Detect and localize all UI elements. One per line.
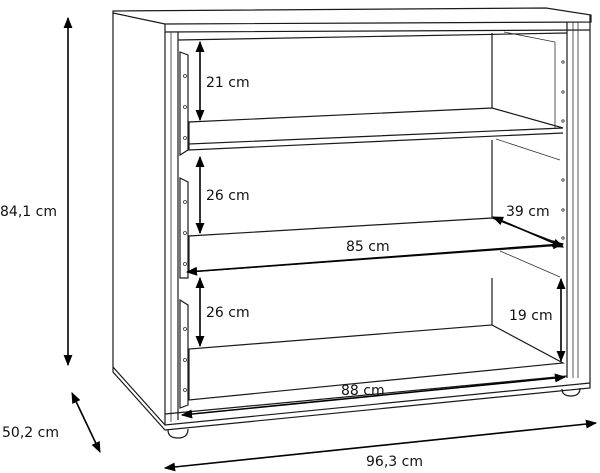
bottom-drawer-height-label: 26 cm: [206, 305, 250, 321]
bottom-inner-height-label: 19 cm: [509, 308, 553, 324]
height-label: 84,1 cm: [0, 204, 57, 220]
inner-width-line: [185, 240, 565, 276]
drawer-top: [179, 31, 564, 157]
width-dimension-line: [163, 419, 598, 472]
inner-width-label: 85 cm: [346, 239, 390, 255]
front-width-line: [180, 373, 567, 419]
front-width-label: 88 cm: [341, 383, 385, 399]
width-label: 96,3 cm: [366, 454, 423, 470]
inner-depth-label: 39 cm: [506, 204, 550, 220]
inner-depth-line: [491, 216, 565, 248]
top-drawer-height-label: 21 cm: [206, 75, 250, 91]
depth-dimension-line: [71, 391, 101, 454]
depth-label: 50,2 cm: [2, 425, 59, 441]
screw-holes: [183, 60, 565, 392]
middle-drawer-height-label: 26 cm: [206, 188, 250, 204]
